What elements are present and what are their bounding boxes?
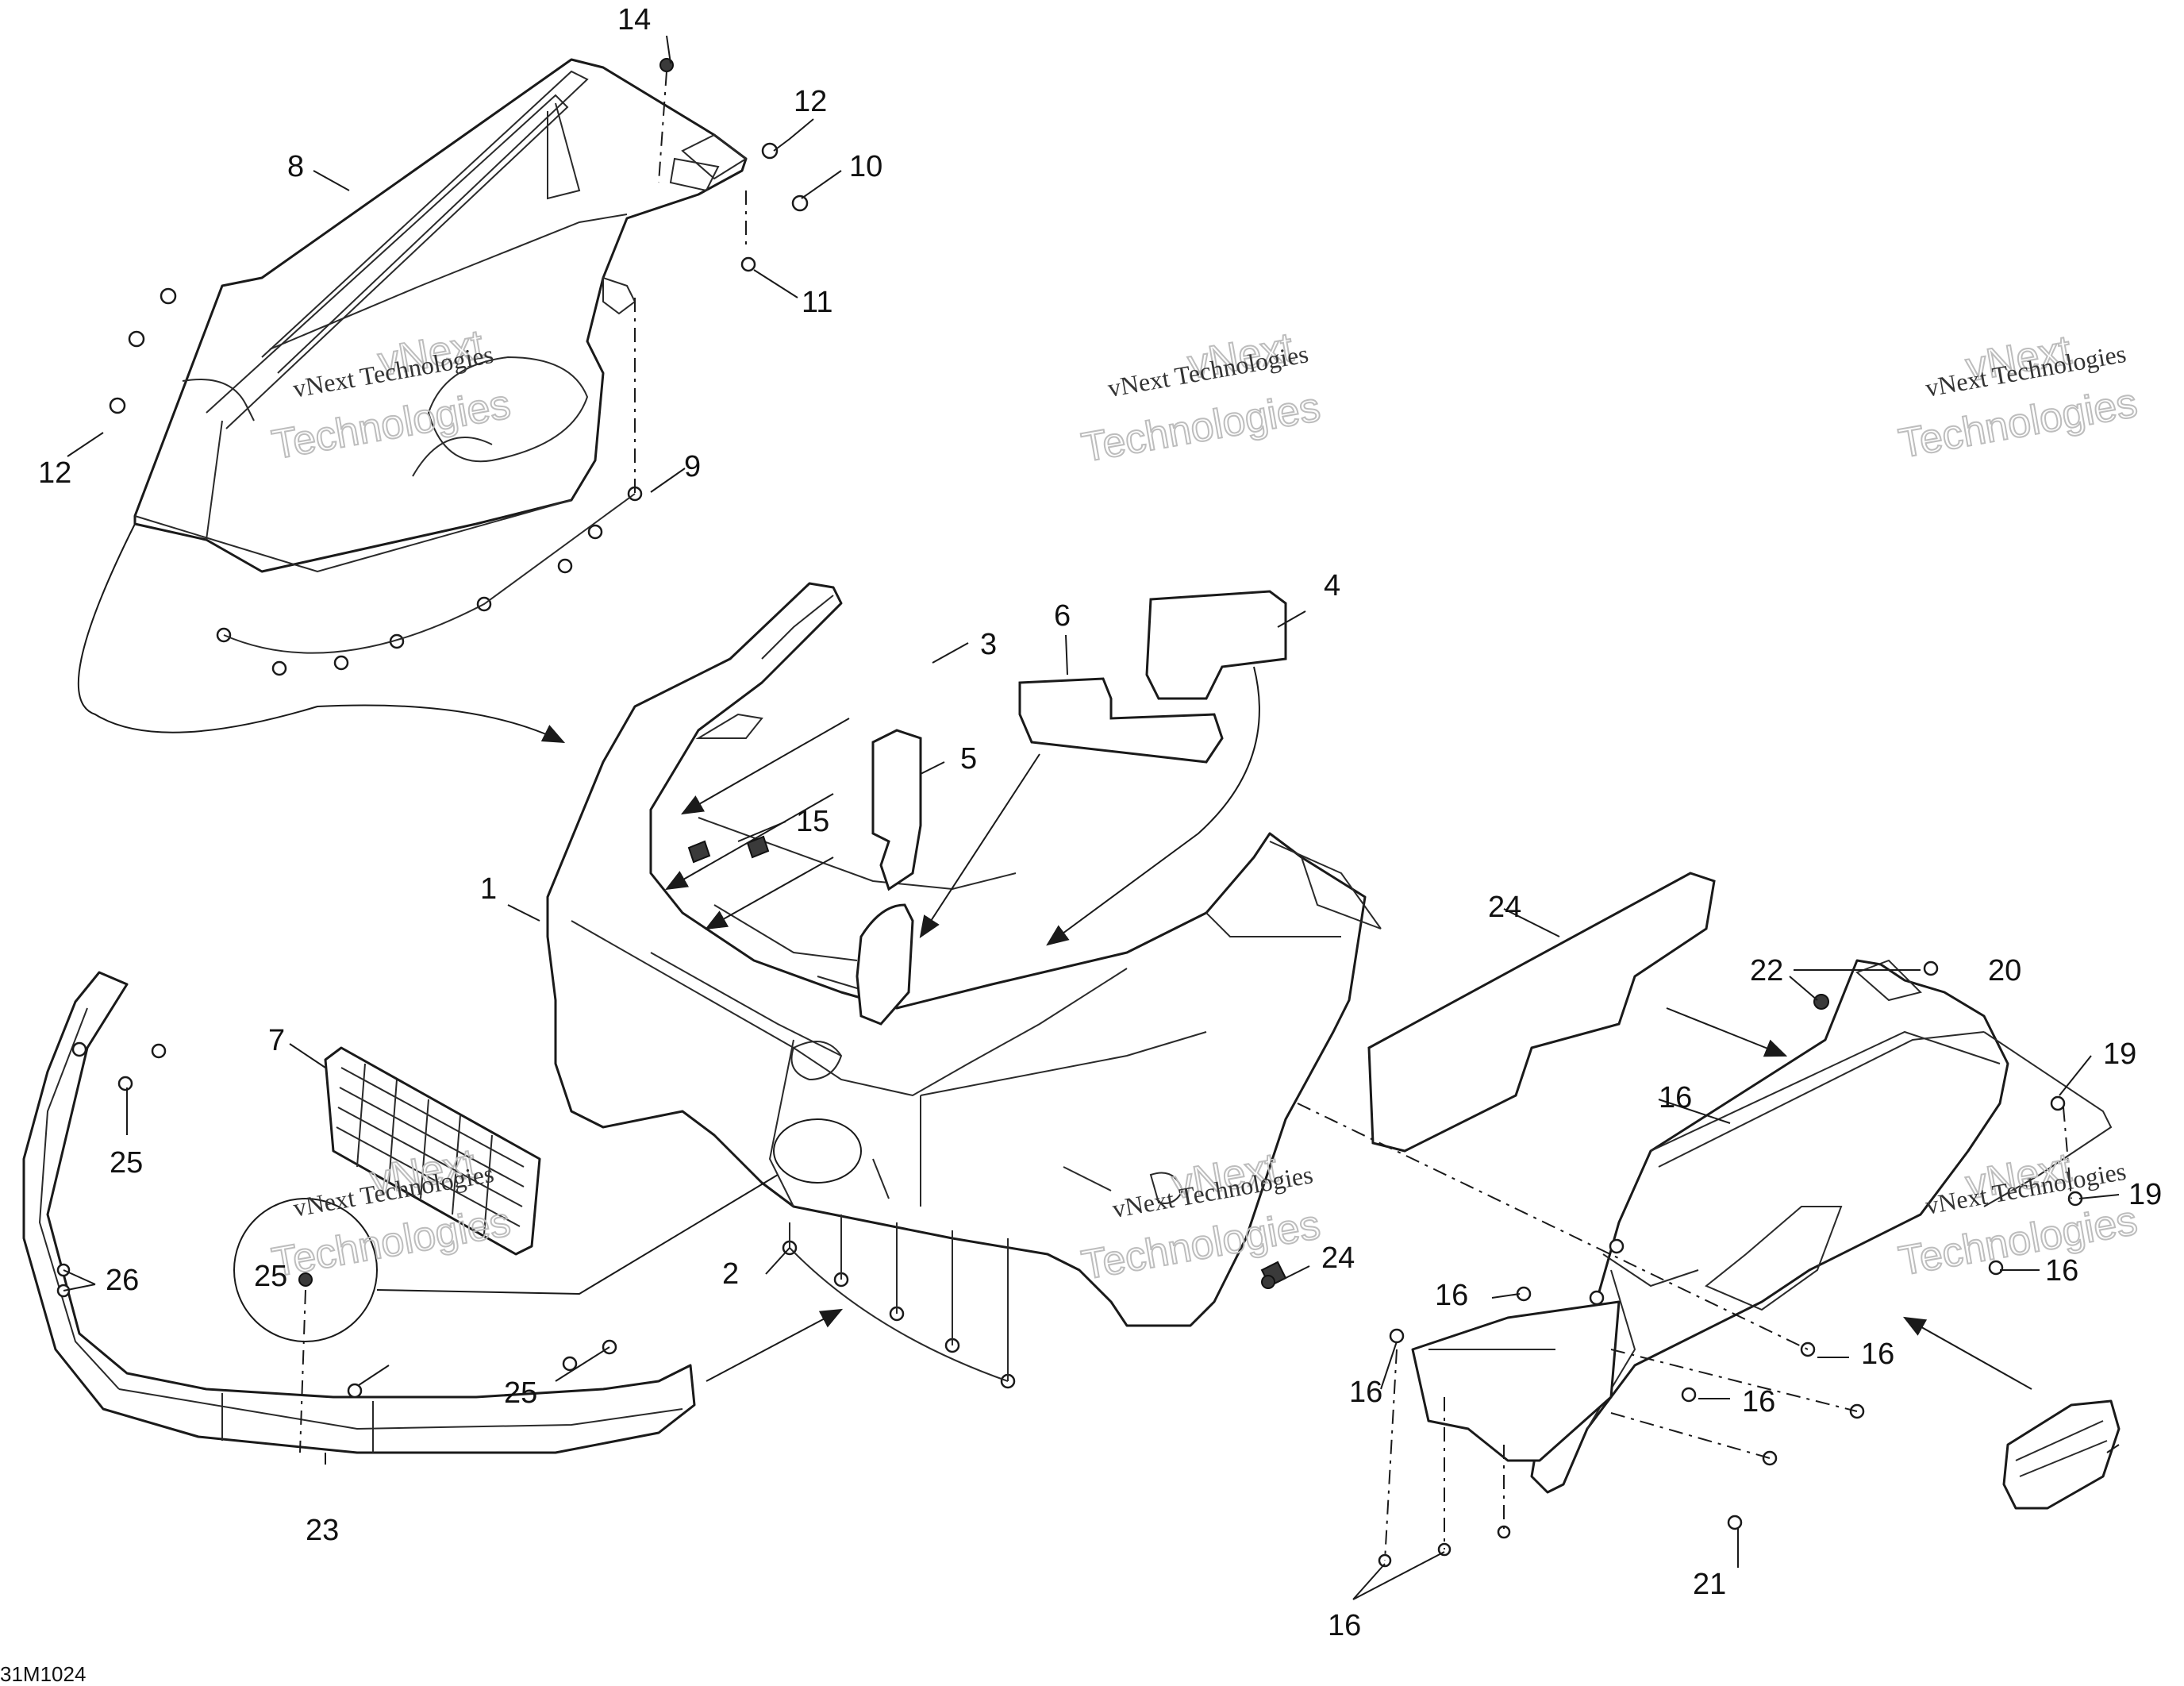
- callout-16-e: 16: [1349, 1376, 1382, 1409]
- callout-19-top: 20: [1988, 954, 2021, 987]
- callout-23: 23: [306, 1514, 339, 1547]
- callout-9: 9: [684, 450, 701, 483]
- callout-2: 2: [722, 1257, 739, 1291]
- arrow-5b: [704, 856, 834, 930]
- callout-4: 4: [1324, 569, 1340, 602]
- callout-10: 10: [849, 150, 882, 183]
- foam-block-part-3: [871, 729, 922, 891]
- bumper-part-23: [22, 971, 696, 1454]
- watermark-3: Technologies vNext vNext Technologies: [1894, 326, 2141, 468]
- callout-20: 22: [1750, 954, 1783, 987]
- arrow-6: [919, 753, 1040, 938]
- callout-12-top: 12: [794, 85, 827, 118]
- detail-circle-25: [233, 1118, 862, 1453]
- callout-24-bottom: 25: [504, 1376, 537, 1410]
- callout-16-d: 16: [1742, 1385, 1775, 1418]
- watermark-5: Technologies vNext vNext Technologies: [1078, 1144, 1325, 1290]
- grille-part-7: [324, 1046, 541, 1256]
- callout-1: 1: [480, 872, 497, 906]
- upper-inner-panel-part-8: [133, 58, 748, 573]
- arrow-5a: [664, 793, 834, 891]
- callout-12-left: 12: [38, 456, 71, 490]
- side-bracket-plate: [1411, 1300, 1621, 1462]
- callout-8: 8: [287, 150, 304, 183]
- leader-lines: [63, 35, 2120, 1600]
- callout-16-a: 16: [1435, 1279, 1468, 1312]
- callout-15: 16: [1659, 1081, 1692, 1114]
- arrow-4: [1046, 666, 1260, 946]
- callout-7: 7: [268, 1024, 285, 1057]
- callout-21: 24: [1321, 1241, 1355, 1275]
- foam-block-part-6: [1018, 677, 1224, 764]
- right-fasteners: [1261, 960, 2083, 1568]
- callout-25-circle: 25: [254, 1260, 287, 1293]
- figure-id: 31M1024: [0, 1662, 86, 1686]
- callout-17: 19: [2103, 1037, 2136, 1071]
- foam-block-part-4: [1145, 590, 1287, 700]
- callout-13: 14: [617, 3, 651, 37]
- part-8-fasteners: [109, 58, 809, 676]
- callout-25-left: 26: [106, 1264, 139, 1297]
- flow-arrow-8-to-1: [77, 523, 566, 744]
- foam-block-part-5: [856, 903, 914, 1026]
- callout-6: 6: [1054, 599, 1071, 633]
- callout-14: 15: [796, 805, 829, 838]
- arrow-26: [1902, 1316, 2032, 1390]
- callout-16-c: 16: [1861, 1338, 1894, 1371]
- foam-block-part-22: [1367, 872, 1716, 1153]
- bottom-pan-part-1: [546, 582, 1382, 1327]
- arrow-3: [680, 718, 850, 815]
- callout-11: 11: [802, 286, 832, 319]
- cover-part-26: [2002, 1399, 2121, 1510]
- callout-labels: 14 12 10 8 11 12 9 4 6 3 5 15 1 24 22 20…: [0, 3, 2162, 1686]
- callout-16-f: 16: [1328, 1609, 1361, 1642]
- callout-5: 5: [960, 742, 977, 776]
- callout-16-b: 16: [2045, 1254, 2078, 1288]
- callout-24-top: 25: [110, 1146, 143, 1180]
- callout-19-bottom: 21: [1693, 1568, 1726, 1601]
- callout-18: 19: [2128, 1178, 2162, 1211]
- watermark-2: Technologies vNext vNext Technologies: [1078, 323, 1325, 472]
- callout-3: 3: [980, 628, 997, 661]
- arrow-22: [1666, 1007, 1788, 1057]
- arrow-23: [706, 1308, 844, 1382]
- callout-22: 24: [1488, 891, 1521, 924]
